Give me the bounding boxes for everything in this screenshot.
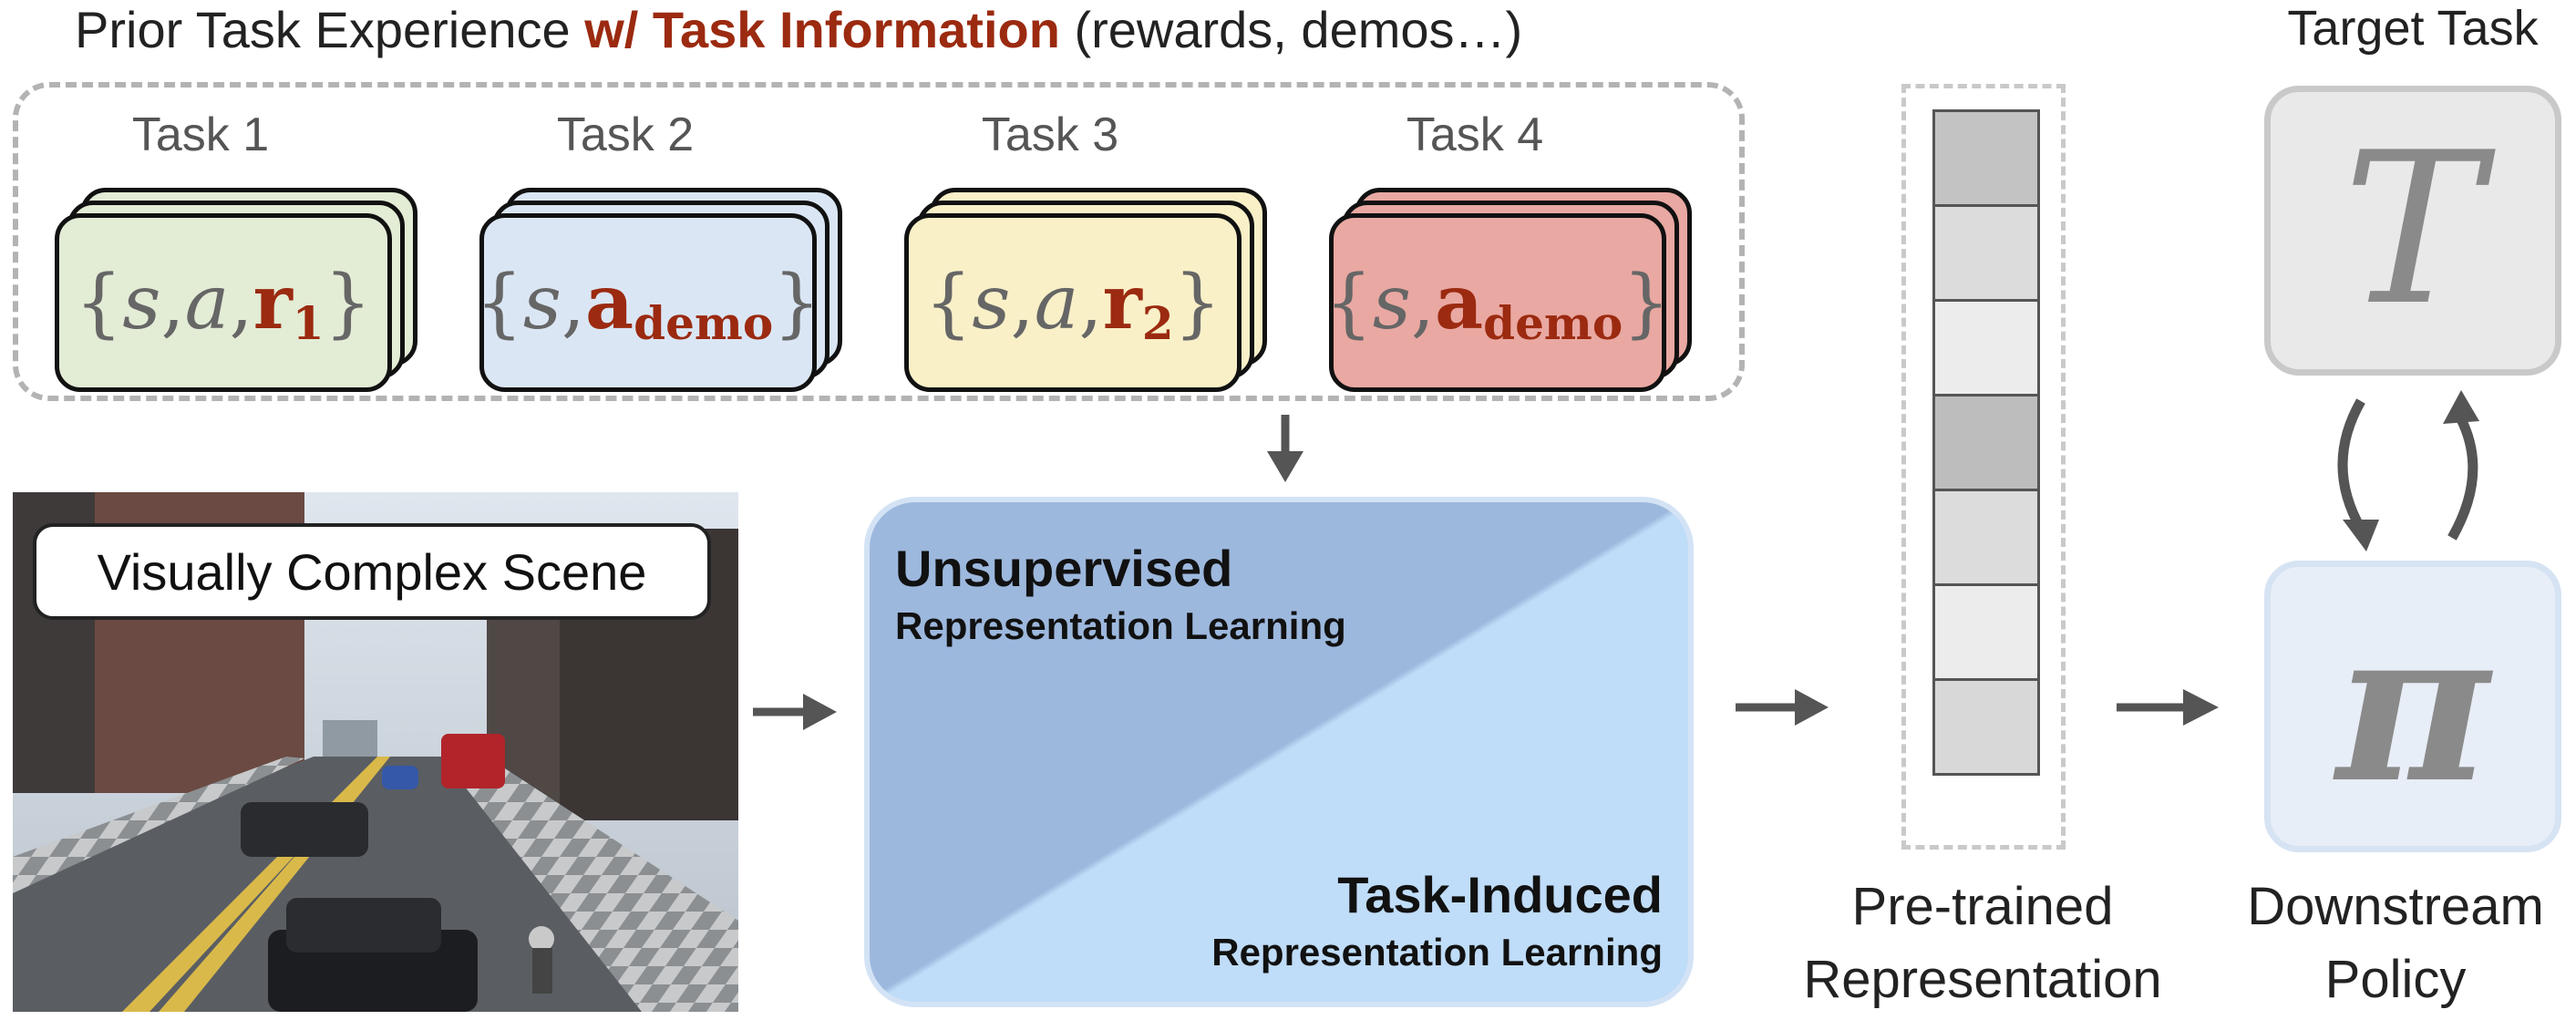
title-highlight: w/ Task Information (584, 1, 1060, 58)
task-info-symbol: a (1435, 259, 1484, 346)
target-task-box: T (2264, 86, 2561, 376)
task-induced-title: Task-Induced (1337, 866, 1663, 923)
tuple-element: s (522, 259, 562, 346)
task-info-subscript: 1 (292, 295, 325, 350)
task-label: Task 2 (556, 108, 695, 161)
policy-caption: Downstream Policy (2215, 871, 2576, 1016)
brace-close: } (773, 259, 821, 346)
representation-cell (1932, 204, 2040, 302)
title-suffix: (rewards, demos…) (1059, 1, 1523, 58)
brace-open: { (924, 259, 973, 346)
representation-frame (1901, 84, 2066, 850)
comma: , (229, 259, 253, 346)
target-task-title: Target Task (2287, 1, 2539, 56)
unsupervised-subtitle: Representation Learning (895, 604, 1346, 647)
task-info-subscript: demo (634, 295, 774, 350)
representation-cell (1932, 109, 2040, 207)
brace-open: { (1324, 259, 1373, 346)
representation-cell (1932, 678, 2040, 776)
interaction-arrows-icon (2337, 390, 2479, 551)
representation-cell (1932, 299, 2040, 397)
brace-close: } (1173, 259, 1221, 346)
right-arrow-icon (753, 694, 837, 730)
representation-caption: Pre-trained Representation (1768, 871, 2197, 1016)
scene-label: Visually Complex Scene (33, 523, 711, 620)
caption-line: Downstream (2247, 877, 2544, 936)
brace-close: } (1623, 259, 1671, 346)
task-label: Task 4 (1406, 108, 1544, 161)
representation-cell (1932, 583, 2040, 681)
comma: , (1078, 259, 1103, 346)
prior-tasks-group (13, 82, 1745, 401)
caption-line: Policy (2324, 950, 2467, 1009)
representation-cell (1932, 489, 2040, 586)
task-info-symbol: r (1102, 259, 1142, 346)
tuple-element: s (122, 259, 161, 346)
representation-cell (1932, 394, 2040, 491)
brace-close: } (324, 259, 372, 346)
caption-line: Representation (1803, 950, 2162, 1009)
representation-learning-box: Unsupervised Representation Learning Tas… (864, 497, 1694, 1007)
unsupervised-title: Unsupervised (895, 540, 1233, 597)
downstream-policy-box: π (2264, 561, 2561, 852)
right-arrow-icon (2117, 689, 2219, 726)
caption-line: Pre-trained (1851, 877, 2114, 936)
policy-symbol: π (2335, 583, 2490, 829)
right-arrow-icon (1736, 689, 1829, 726)
tuple-element: a (1034, 259, 1079, 346)
comma: , (561, 259, 585, 346)
tuple-element: s (1372, 259, 1411, 346)
task-info-subscript: demo (1483, 295, 1623, 350)
title-prefix: Prior Task Experience (75, 1, 585, 58)
brace-open: { (475, 259, 523, 346)
task-info-subscript: 2 (1141, 295, 1174, 350)
comma: , (1410, 259, 1435, 346)
down-arrow-icon (1267, 415, 1303, 482)
task-info-symbol: r (252, 259, 293, 346)
brace-open: { (75, 259, 123, 346)
task-label: Task 1 (131, 108, 270, 161)
task-info-symbol: a (585, 259, 634, 346)
prior-experience-title: Prior Task Experience w/ Task Informatio… (75, 0, 1522, 59)
tuple-element: a (184, 259, 230, 346)
comma: , (1010, 259, 1035, 346)
target-symbol: T (2343, 108, 2483, 352)
comma: , (160, 259, 185, 346)
task-induced-subtitle: Representation Learning (1211, 931, 1663, 974)
task-label: Task 3 (981, 108, 1119, 161)
tuple-element: s (972, 259, 1011, 346)
